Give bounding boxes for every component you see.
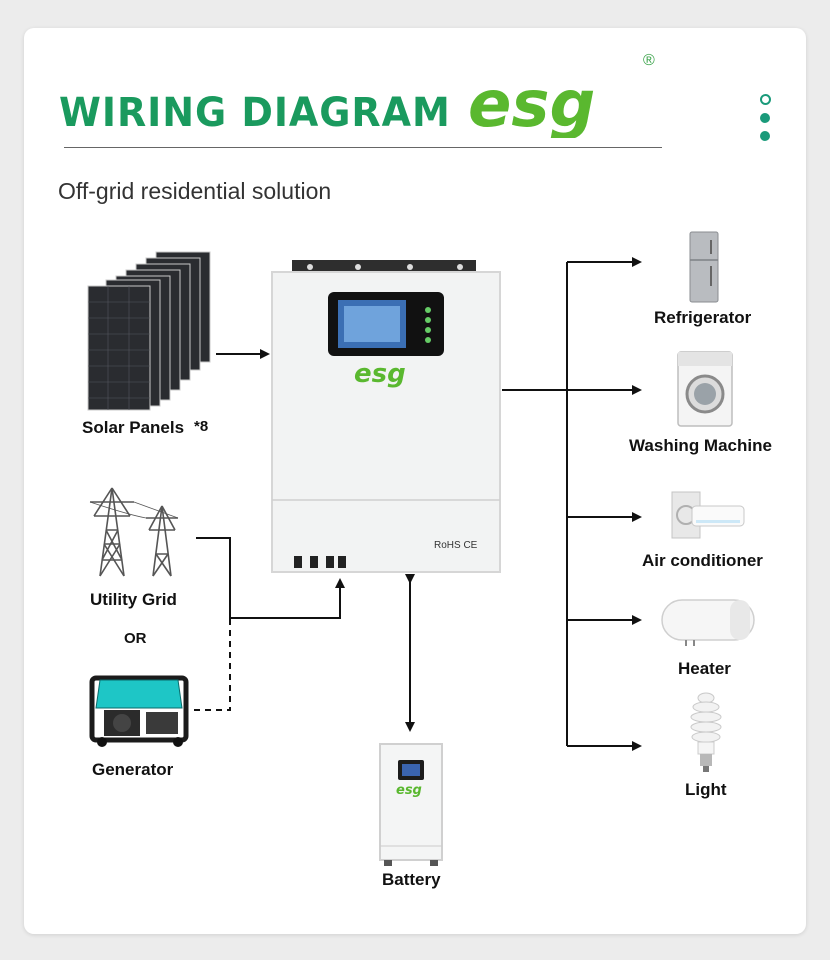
solar-panels-label: Solar Panels (82, 418, 185, 437)
solar-panels-icon (87, 251, 211, 411)
title-divider (64, 147, 662, 148)
load-label-refrigerator: Refrigerator (654, 308, 752, 327)
svg-text:esg: esg (468, 68, 595, 138)
load-label-light: Light (685, 780, 727, 799)
menu-dots-icon[interactable] (760, 94, 776, 149)
battery-label: Battery (382, 870, 441, 889)
battery-icon: esg (379, 743, 443, 866)
heater-icon (661, 599, 755, 646)
load-label-washing-machine: Washing Machine (629, 436, 772, 455)
page-title: WIRING DIAGRAM (59, 90, 451, 136)
air-conditioner-icon (671, 491, 745, 539)
washing-machine-icon (677, 351, 733, 427)
utility-grid-label: Utility Grid (90, 590, 177, 609)
solar-panels-quantity: *8 (194, 418, 209, 435)
generator-icon (89, 675, 189, 747)
diagram-subtitle: Off-grid residential solution (58, 178, 332, 204)
or-label: OR (124, 630, 147, 647)
light-bulb-icon (690, 692, 722, 772)
svg-text:esg: esg (354, 359, 406, 389)
inverter-logo: esg (354, 359, 406, 389)
registered-mark: ® (643, 52, 655, 69)
esg-logo: esg (468, 68, 595, 138)
load-label-air-conditioner: Air conditioner (642, 551, 763, 570)
utility-grid-icon (89, 487, 179, 577)
certification-marks: RoHS CE (434, 540, 478, 551)
generator-label: Generator (92, 760, 174, 779)
svg-text:esg: esg (396, 783, 422, 798)
inverter-unit-icon (271, 260, 501, 573)
refrigerator-icon (689, 231, 719, 303)
load-label-heater: Heater (678, 659, 731, 678)
